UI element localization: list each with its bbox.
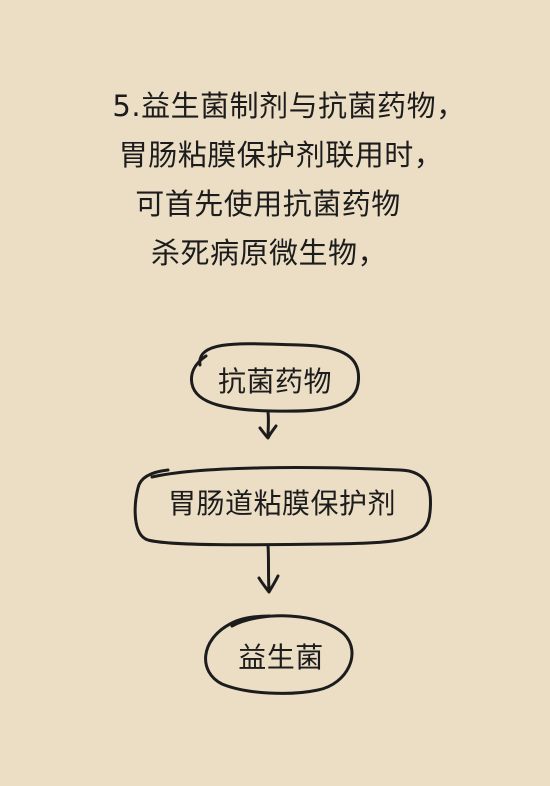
intro-line-1: 5.益生菌制剂与抗菌药物， [112,89,466,123]
node-mucosal-protector: 胃肠道粘膜保护剂 [167,487,396,520]
intro-line-2: 胃肠粘膜保护剂联用时， [118,138,444,172]
intro-text: 5.益生菌制剂与抗菌药物， 胃肠粘膜保护剂联用时， 可首先使用抗菌药物 杀死病原… [0,82,550,278]
intro-line-3: 可首先使用抗菌药物 [135,187,401,221]
node-border-probiotic [204,614,354,695]
node-probiotic: 益生菌 [238,641,324,674]
node-border-antibiotic [190,342,361,413]
arrow-down-icon [258,410,278,440]
intro-line-4: 杀死病原微生物， [150,236,387,270]
node-border-protector [133,466,432,547]
arrow-down-icon [257,543,280,594]
node-antibiotic: 抗菌药物 [217,365,332,398]
